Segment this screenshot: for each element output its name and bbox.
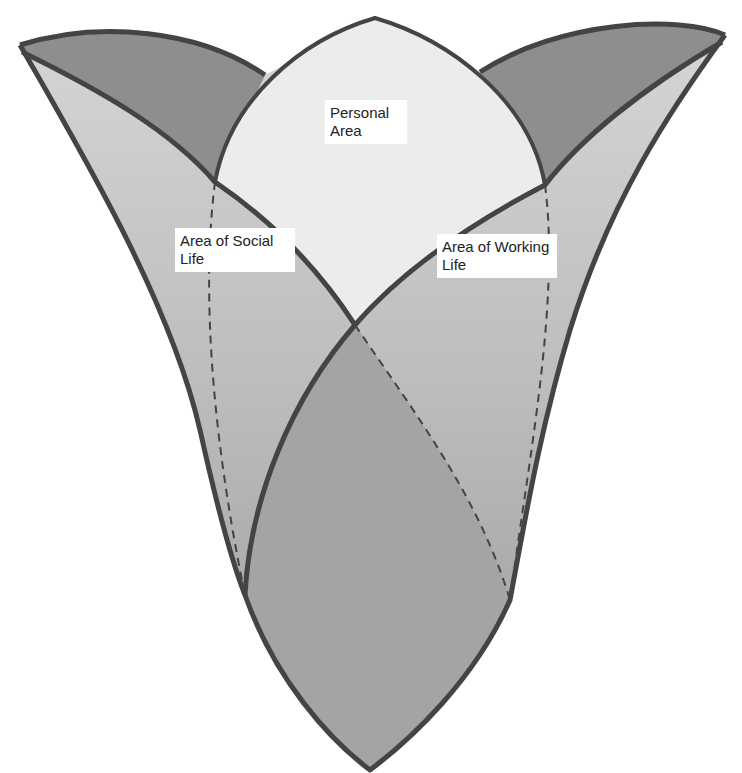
bottom-lens bbox=[245, 325, 510, 770]
hidden-edge bbox=[355, 325, 510, 600]
area-name: Area of Social Life bbox=[180, 232, 290, 268]
area-name: Personal Area bbox=[330, 104, 402, 140]
tulip-outline bbox=[20, 35, 725, 770]
petal-edge bbox=[22, 52, 355, 325]
area-name: Area of Working Life bbox=[442, 238, 552, 274]
petal-edge bbox=[245, 42, 722, 595]
area-label: Area of Working Life bbox=[437, 234, 557, 278]
area-label: Area of Social Life bbox=[175, 228, 295, 272]
area-label: Personal Area bbox=[325, 100, 407, 144]
tulip-body bbox=[20, 18, 725, 770]
